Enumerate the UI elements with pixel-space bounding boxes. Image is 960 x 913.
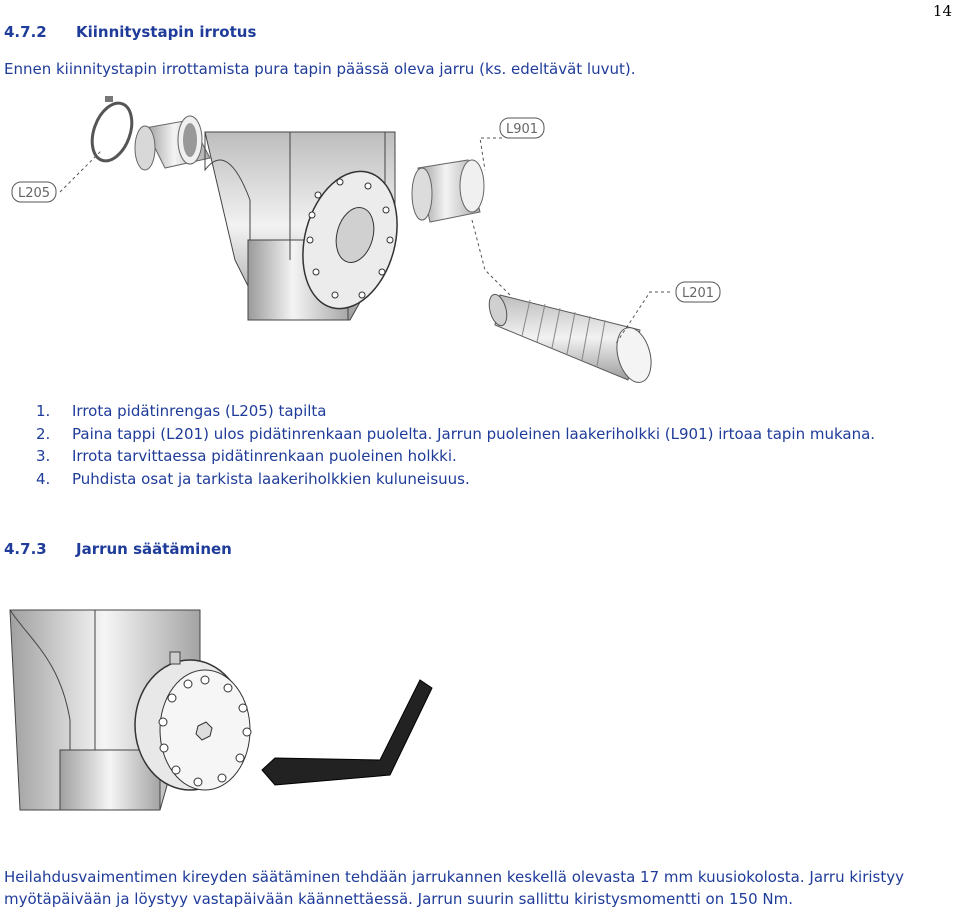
section-number: 4.7.3	[4, 540, 47, 558]
label-l201-text: L201	[682, 286, 714, 301]
page-number: 14	[932, 2, 952, 20]
housing	[204, 131, 398, 321]
bushing-right	[411, 159, 485, 223]
hex-key	[261, 679, 433, 786]
exploded-view-figure: L205 L901 L201	[11, 96, 721, 383]
step-list: 1.Irrota pidätinrengas (L205) tapilta 2.…	[36, 400, 875, 490]
pin-shaft	[488, 293, 652, 383]
label-l901	[499, 117, 545, 139]
step-4: 4.Puhdista osat ja tarkista laakeriholkk…	[36, 469, 470, 488]
brake-adjustment-figure	[9, 609, 433, 811]
section-heading-4-7-3: 4.7.3 Jarrun säätäminen	[4, 540, 232, 558]
intro-text: Ennen kiinnitystapin irrottamista pura t…	[4, 60, 636, 78]
label-l201	[675, 281, 721, 303]
section-title: Jarrun säätäminen	[76, 540, 232, 558]
label-l205	[11, 181, 57, 203]
step-2: 2.Paina tappi (L201) ulos pidätinrenkaan…	[36, 424, 876, 443]
bushing-left	[134, 115, 211, 171]
brake-cover	[134, 651, 252, 791]
step-3: 3.Irrota tarvittaessa pidätinrenkaan puo…	[36, 447, 457, 465]
adjustment-paragraph: Heilahdusvaimentimen kireyden säätäminen…	[4, 868, 904, 908]
section-title: Kiinnitystapin irrotus	[76, 23, 257, 41]
label-l205-text: L205	[18, 186, 50, 201]
step-1: 1.Irrota pidätinrengas (L205) tapilta	[36, 402, 327, 420]
section-heading-4-7-2: 4.7.2 Kiinnitystapin irrotus	[4, 23, 256, 41]
retaining-ring	[90, 96, 134, 163]
section-number: 4.7.2	[4, 23, 47, 41]
label-l901-text: L901	[506, 122, 538, 137]
